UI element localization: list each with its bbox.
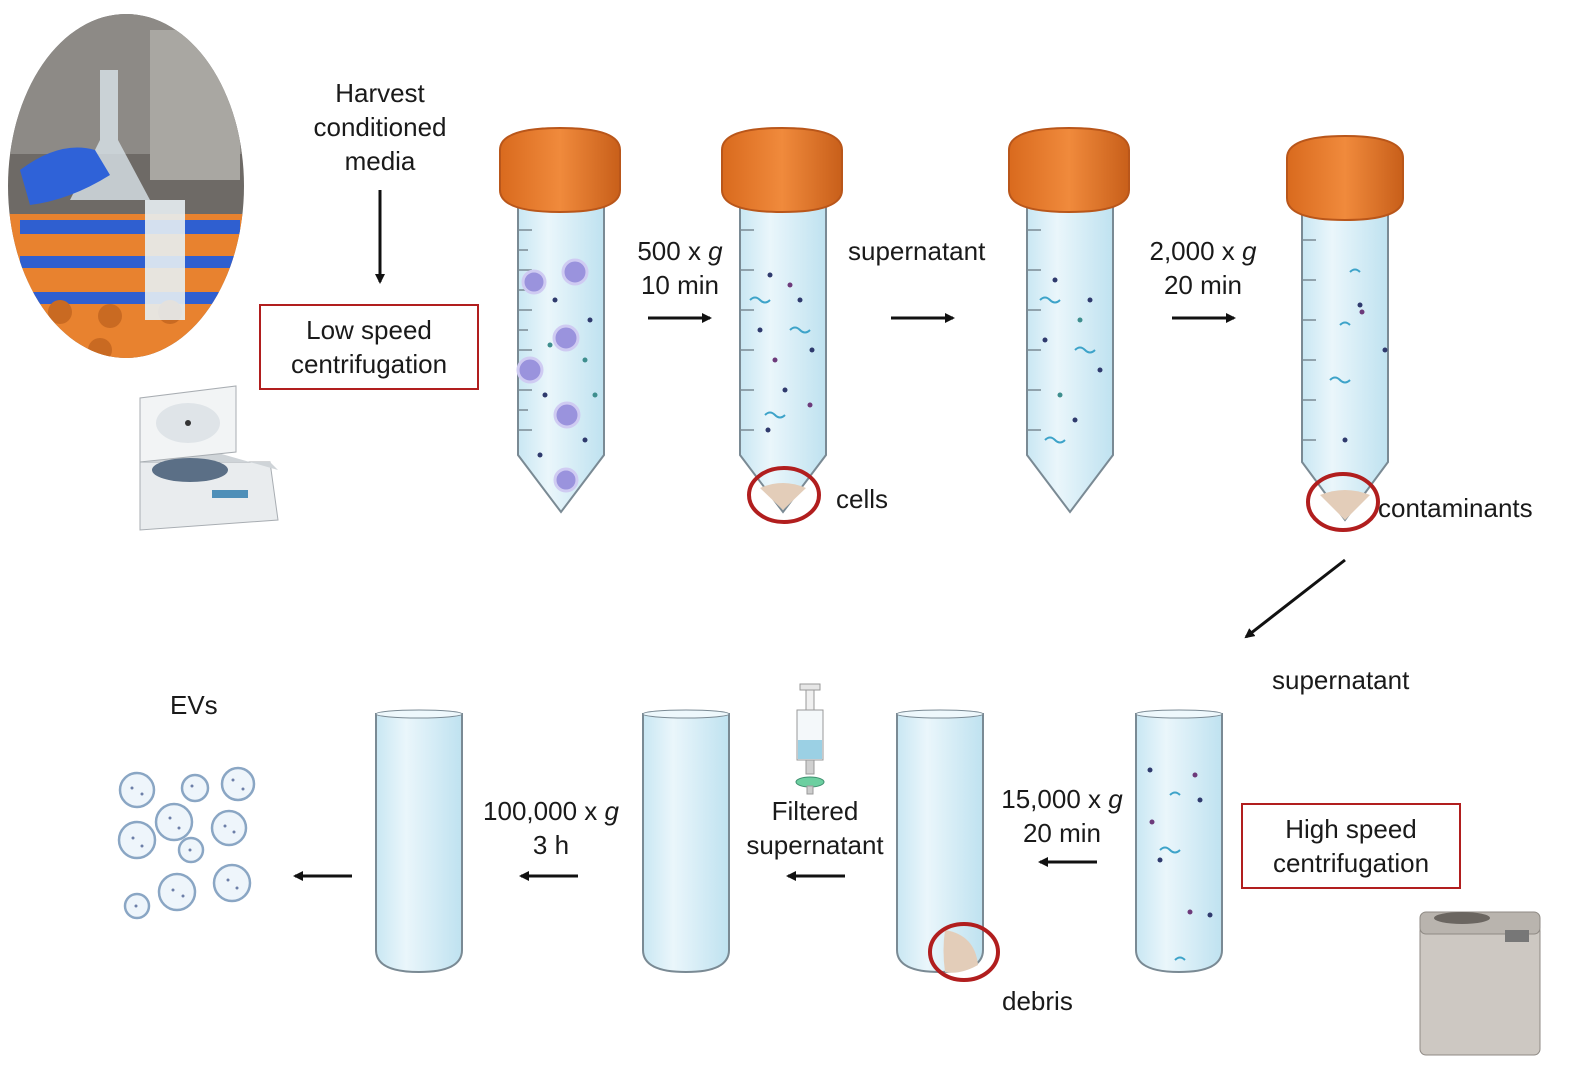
step3-speed: 2,000 x <box>1149 236 1243 266</box>
debris-label: debris <box>1002 986 1073 1016</box>
harvest-label: Harvest conditioned media <box>300 76 460 178</box>
filtered-supernatant-label: Filtered supernatant <box>740 794 890 862</box>
step1-speed: 500 x <box>637 236 709 266</box>
straight-tube-c <box>642 709 730 974</box>
debris-highlight-circle <box>928 922 1000 982</box>
cell-particles <box>516 258 589 493</box>
step5-speed: 15,000 x <box>1001 784 1109 814</box>
syringe-filter-icon <box>795 683 825 795</box>
floor-centrifuge-icon <box>1419 911 1541 1056</box>
ev-vesicle-icon <box>117 766 256 920</box>
low-speed-line-1: Low speed <box>306 315 432 345</box>
step4-arrow <box>1244 558 1346 639</box>
step3-label: 2,000 x g 20 min <box>1138 234 1268 302</box>
filtered-line-2: supernatant <box>746 830 884 860</box>
filtered-line-1: Filtered <box>771 796 859 826</box>
conical-tube-4 <box>1286 134 1404 522</box>
step1-time: 10 min <box>640 270 720 300</box>
high-speed-line-2: centrifugation <box>1272 848 1430 878</box>
straight-tube-d <box>375 709 463 974</box>
step6-label: 100,000 x g 3 h <box>473 794 629 862</box>
cells-highlight-circle <box>747 466 821 524</box>
straight-tube-a <box>1135 709 1223 974</box>
supernatant-label-2: supernatant <box>1272 665 1410 695</box>
cells-label: cells <box>836 484 889 514</box>
step1-label: 500 x g 10 min <box>620 234 740 302</box>
harvest-line-2: conditioned <box>313 112 447 142</box>
supernatant-label-1: supernatant <box>848 236 986 266</box>
high-speed-line-1: High speed <box>1285 814 1417 844</box>
step6-speed: 100,000 x <box>483 796 605 826</box>
conical-tube-3 <box>1008 126 1130 514</box>
step5-label: 15,000 x g 20 min <box>994 782 1130 850</box>
step3-time: 20 min <box>1163 270 1243 300</box>
high-speed-box: High speed centrifugation <box>1241 803 1461 889</box>
low-speed-box: Low speed centrifugation <box>259 304 479 390</box>
step5-time: 20 min <box>1022 818 1102 848</box>
conical-tube-1 <box>499 126 621 514</box>
harvest-line-1: Harvest <box>335 78 425 108</box>
step5-g: g <box>1108 784 1123 814</box>
conical-tube-2 <box>721 126 843 514</box>
step3-g: g <box>1242 236 1257 266</box>
contaminants-label: contaminants <box>1378 493 1533 523</box>
contaminants-highlight-circle <box>1306 472 1380 532</box>
low-speed-line-2: centrifugation <box>290 349 448 379</box>
harvest-line-3: media <box>344 146 416 176</box>
step1-g: g <box>708 236 723 266</box>
step6-g: g <box>604 796 619 826</box>
evs-label: EVs <box>170 690 218 720</box>
step6-time: 3 h <box>532 830 570 860</box>
benchtop-centrifuge-icon <box>139 385 279 531</box>
lab-photo-icon <box>8 14 244 358</box>
